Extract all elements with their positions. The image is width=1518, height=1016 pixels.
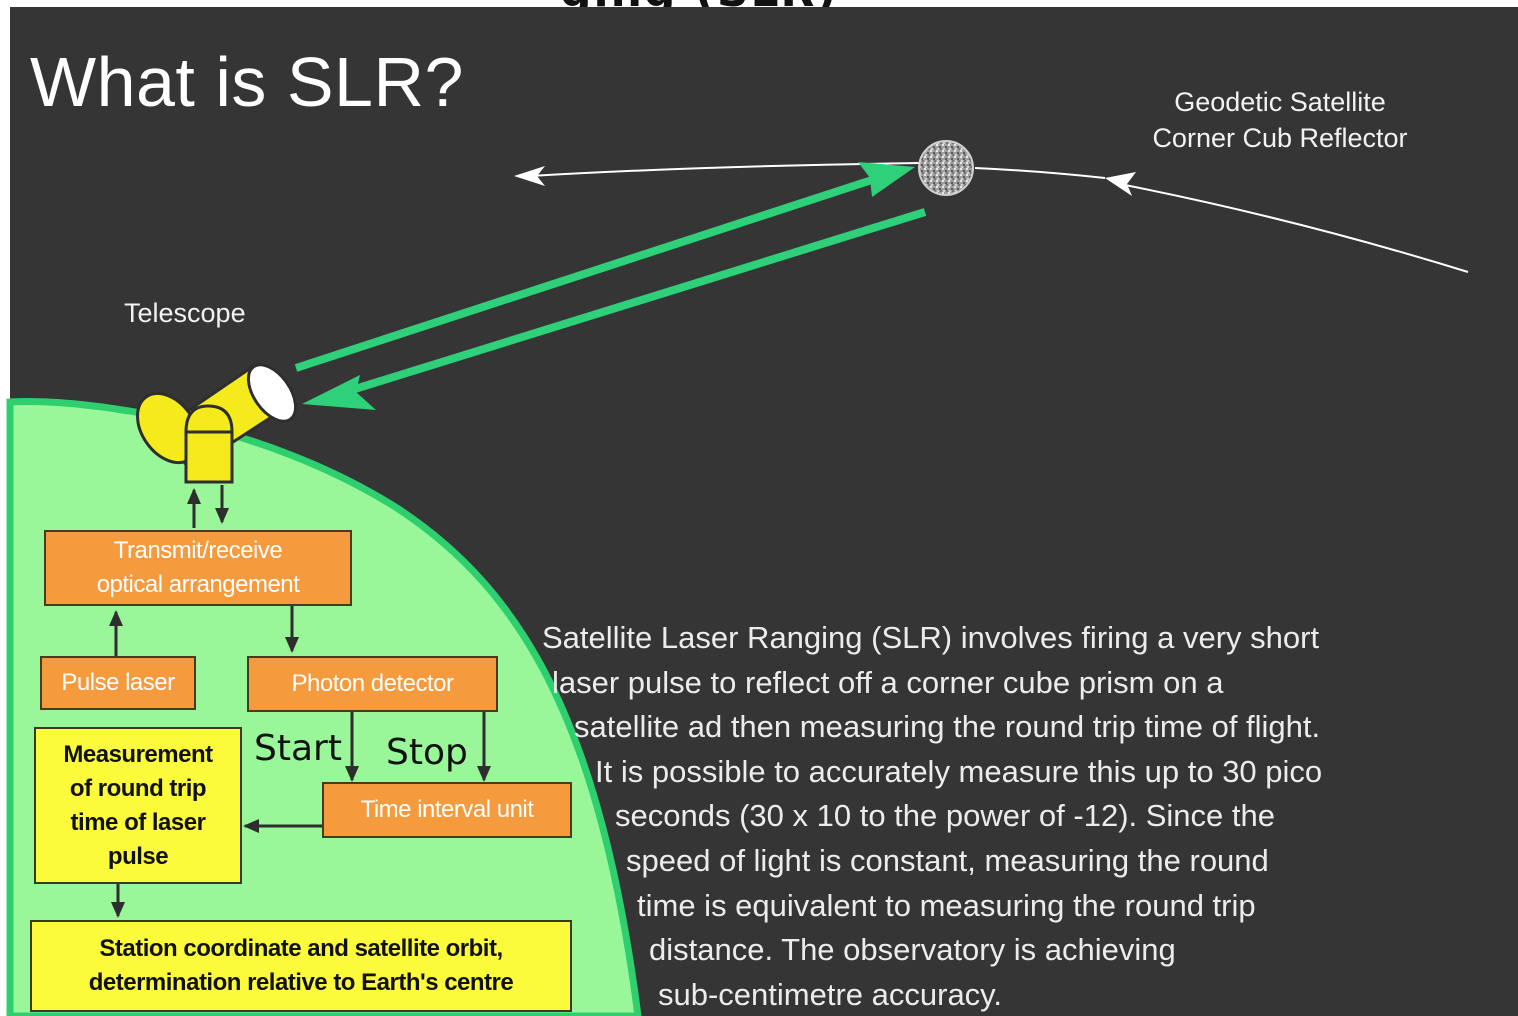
time-interval-unit-box: Time interval unit	[322, 782, 572, 838]
laser-beams	[294, 162, 927, 410]
orbit-arrow-right	[1105, 172, 1136, 196]
station-coordinate-box: Station coordinate and satellite orbit, …	[30, 920, 572, 1012]
outgoing-beam-arrowhead	[858, 162, 915, 197]
photon-detector-box: Photon detector	[247, 656, 498, 712]
measurement-box: Measurement of round trip time of laser …	[34, 727, 242, 884]
telescope-graphic	[136, 363, 298, 484]
description-text: Satellite Laser Ranging (SLR) involves f…	[542, 620, 1323, 1012]
satellite-label: Geodetic Satellite Corner Cub Reflector	[1152, 87, 1408, 153]
geodetic-satellite	[918, 140, 974, 196]
flow-arrows	[109, 485, 491, 918]
telescope-label: Telescope	[124, 298, 246, 328]
return-beam-arrowhead	[302, 375, 376, 410]
orbit-arrow-left	[514, 166, 545, 186]
page-title: What is SLR?	[30, 43, 464, 121]
transmit-receive-box: Transmit/receive optical arrangement	[44, 530, 352, 606]
stop-signal-label: Stop	[386, 732, 468, 773]
satellite-orbit	[529, 162, 1469, 273]
start-signal-label: Start	[254, 728, 342, 769]
pulse-laser-box: Pulse laser	[40, 656, 196, 710]
